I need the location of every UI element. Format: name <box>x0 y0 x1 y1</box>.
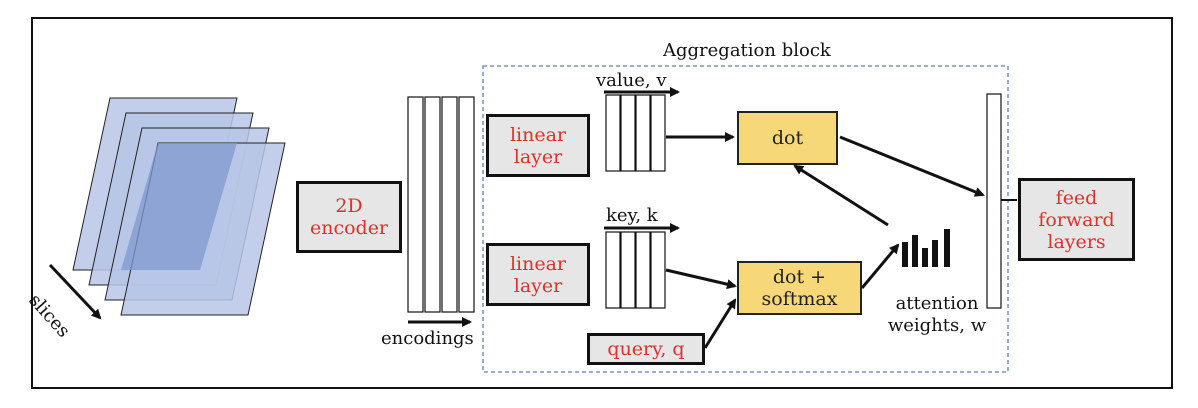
weights-to-dot-arrow <box>793 164 889 227</box>
slices-arrow <box>48 263 102 320</box>
value-label: value, v <box>596 70 667 91</box>
ff-line-3: layers <box>1047 230 1106 253</box>
attention-line-1: attention <box>895 293 979 314</box>
encoder-line-1: 2D <box>335 195 363 217</box>
output-bar <box>986 93 1002 309</box>
softmax-to-weights-arrow <box>860 243 900 289</box>
dot-softmax-line-1: dot + <box>772 266 827 288</box>
encoding-bar <box>424 96 441 313</box>
outer-frame <box>31 17 1173 389</box>
encodings-bars <box>407 96 475 313</box>
linear-layer-top-box: linear layer <box>486 114 590 177</box>
key-bar <box>620 231 636 309</box>
query-box: query, q <box>587 333 705 365</box>
encoder-line-2: encoder <box>309 217 389 239</box>
query-to-softmax-arrow <box>703 298 737 349</box>
key-label: key, k <box>606 205 658 226</box>
linear-layer-bottom-box: linear layer <box>486 243 590 306</box>
slice-overlap <box>121 143 237 270</box>
dot-box: dot <box>737 111 838 165</box>
key-bar <box>605 231 621 309</box>
slices-stack <box>72 97 286 316</box>
attention-weights-icon <box>902 229 950 267</box>
key-bar <box>635 231 651 309</box>
linear-top-line-1: linear <box>509 123 567 146</box>
value-bar <box>605 94 621 172</box>
value-bars <box>605 94 666 172</box>
value-bar <box>635 94 651 172</box>
encoding-bar <box>458 96 475 313</box>
dot-softmax-box: dot + softmax <box>737 261 862 315</box>
encodings-label: encodings <box>381 328 474 349</box>
attention-weights-label: attention weights, w <box>882 293 992 337</box>
aggregation-block-border <box>482 65 1009 373</box>
query-label: query, q <box>607 338 685 360</box>
encoder-box: 2D encoder <box>296 181 402 253</box>
ff-line-2: forward <box>1038 208 1115 231</box>
encoding-bar <box>441 96 458 313</box>
dot-softmax-line-2: softmax <box>761 288 838 310</box>
dot-label: dot <box>771 127 804 149</box>
linear-top-line-2: layer <box>513 145 563 168</box>
ff-line-1: feed <box>1055 186 1098 209</box>
attention-line-2: weights, w <box>887 315 987 336</box>
value-bar <box>650 94 666 172</box>
key-bars <box>605 231 666 309</box>
linear-bottom-line-2: layer <box>513 274 563 297</box>
key-to-softmax-arrow <box>665 268 737 290</box>
encoding-bar <box>407 96 424 313</box>
key-bar <box>650 231 666 309</box>
dot-to-output-arrow <box>839 135 985 197</box>
value-bar <box>620 94 636 172</box>
linear-bottom-line-1: linear <box>509 252 567 275</box>
aggregation-title: Aggregation block <box>663 40 831 61</box>
feed-forward-box: feed forward layers <box>1018 178 1135 261</box>
